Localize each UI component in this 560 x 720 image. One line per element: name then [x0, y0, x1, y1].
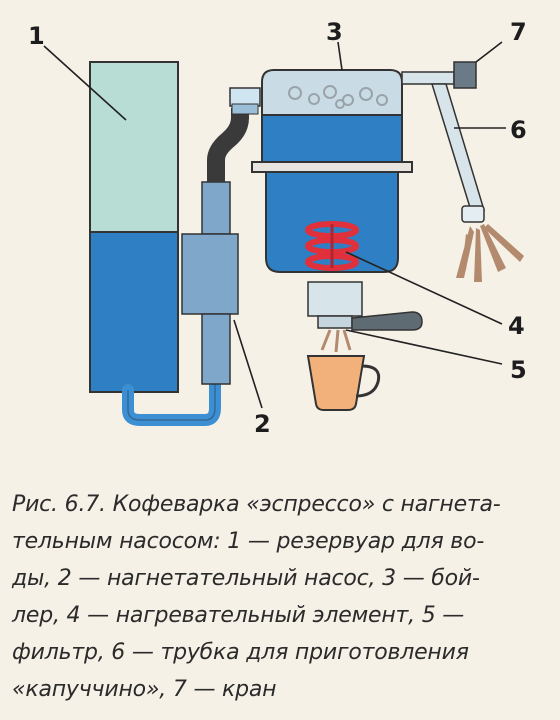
filter-holder [307, 281, 423, 331]
leader-line-2 [233, 319, 263, 409]
coffee-cup [306, 355, 381, 411]
caption-line: тельным насосом: 1 — резервуар для во- [12, 529, 485, 554]
label-pump: 2 [254, 410, 271, 438]
caption-line: «капуччино», 7 — кран [12, 677, 277, 702]
pressure-hose [207, 108, 249, 182]
leader-line-7 [475, 41, 503, 63]
steam-bubbles [288, 85, 388, 109]
steam-wand [401, 71, 485, 223]
filter-handle [351, 311, 423, 331]
leader-line-4 [345, 251, 503, 325]
water-reservoir [89, 61, 179, 393]
espresso-machine-diagram: 1 2 3 4 5 6 7 [28, 18, 527, 438]
wand-steam [456, 224, 524, 282]
pressure-pump [181, 181, 239, 385]
label-filter: 5 [510, 356, 527, 384]
figure-caption: Рис. 6.7. Кофеварка «эспрессо» с нагнета… [12, 486, 550, 708]
caption-line: лер, 4 — нагревательный элемент, 5 — [12, 603, 465, 628]
steam-valve [453, 61, 477, 89]
label-boiler: 3 [326, 18, 343, 46]
label-heating-element: 4 [508, 312, 525, 340]
label-valve: 7 [510, 18, 527, 46]
leader-line-1 [43, 45, 127, 121]
leader-line-3 [337, 41, 343, 71]
caption-line: Рис. 6.7. Кофеварка «эспрессо» с нагнета… [12, 492, 501, 517]
caption-line: фильтр, 6 — трубка для приготовления [12, 640, 469, 665]
hose-connector [229, 87, 261, 107]
label-reservoir: 1 [28, 22, 45, 50]
label-steam-wand: 6 [510, 116, 527, 144]
leader-line-5 [345, 329, 503, 365]
coffee-stream [320, 329, 352, 353]
inlet-pipe [122, 376, 221, 426]
caption-line: ды, 2 — нагнетательный насос, 3 — бой- [12, 566, 480, 591]
heating-element [305, 221, 359, 271]
